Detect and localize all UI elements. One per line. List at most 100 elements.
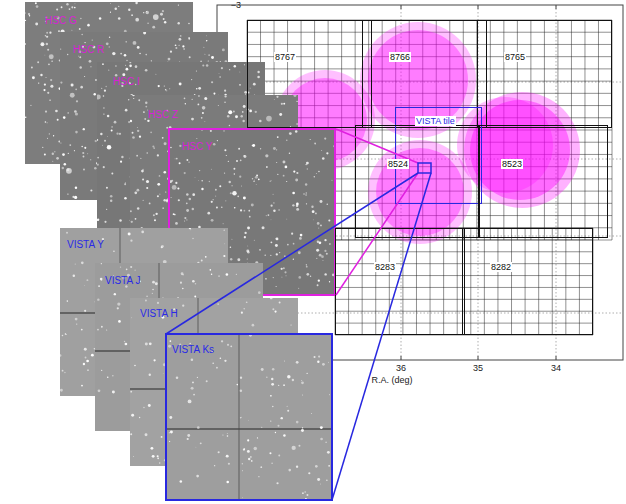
star-dot	[287, 410, 289, 412]
star-dot	[229, 181, 231, 183]
star-dot	[128, 9, 130, 11]
star-dot	[195, 283, 197, 285]
star-dot	[295, 130, 298, 133]
star-dot	[37, 61, 39, 63]
star-dot	[153, 359, 155, 361]
grid-line	[544, 20, 545, 240]
grid-line	[484, 228, 485, 335]
grid-line	[457, 228, 458, 335]
star-dot	[201, 130, 203, 131]
star-dot	[44, 54, 46, 56]
star-dot	[253, 239, 255, 241]
star-dot	[249, 216, 251, 218]
star-dot	[310, 275, 311, 276]
star-dot	[198, 87, 201, 90]
star-dot	[224, 102, 225, 103]
star-dot	[304, 491, 305, 492]
star-dot	[162, 207, 164, 209]
star-dot	[280, 417, 282, 419]
star-dot	[56, 157, 59, 160]
star-dot	[130, 210, 132, 212]
star-dot	[255, 176, 258, 179]
star-dot	[75, 88, 77, 90]
star-dot	[195, 446, 197, 448]
star-dot	[175, 222, 178, 225]
star-dot	[28, 13, 30, 15]
tile-box: VISTA tile	[395, 107, 482, 204]
star-dot	[306, 203, 307, 204]
star-dot	[240, 417, 241, 418]
star-dot	[143, 407, 144, 408]
star-dot	[186, 219, 187, 220]
star-dot	[272, 368, 275, 371]
star-dot	[47, 92, 49, 94]
star-dot	[270, 219, 272, 221]
star-dot	[327, 204, 329, 206]
star-dot	[153, 214, 155, 216]
star-dot	[283, 161, 286, 164]
star-dot	[206, 35, 208, 37]
star-dot	[186, 209, 189, 212]
star-dot	[130, 266, 132, 268]
star-dot	[124, 54, 127, 57]
star-dot	[178, 199, 180, 201]
star-dot	[134, 191, 137, 194]
star-dot	[196, 70, 197, 71]
star-dot	[107, 377, 109, 379]
star-dot	[316, 173, 317, 174]
star-dot	[30, 105, 31, 106]
star-dot	[252, 324, 255, 327]
star-dot	[106, 42, 109, 45]
star-dot	[250, 456, 252, 458]
star-dot	[325, 441, 327, 443]
star-dot	[305, 164, 306, 165]
star-dot	[109, 36, 110, 37]
star-dot	[175, 182, 177, 184]
star-dot	[284, 271, 286, 273]
star-dot	[272, 308, 274, 310]
star-dot	[162, 373, 164, 375]
star-dot	[320, 225, 322, 227]
star-dot	[181, 272, 184, 275]
star-dot	[210, 130, 212, 132]
star-dot	[80, 86, 83, 89]
star-dot	[236, 160, 238, 162]
star-dot	[150, 447, 153, 450]
star-dot	[201, 260, 203, 262]
star-dot	[293, 95, 296, 97]
star-dot	[243, 308, 244, 309]
star-dot	[29, 15, 30, 16]
star-dot	[299, 237, 302, 240]
grid-line	[530, 20, 531, 240]
grid-line	[443, 228, 444, 335]
star-dot	[255, 111, 257, 113]
star-dot	[198, 95, 200, 97]
tick-label: 35	[473, 363, 483, 373]
star-dot	[298, 445, 300, 447]
star-dot	[233, 168, 235, 170]
grid-line	[598, 20, 599, 240]
tract-number: 8283	[374, 262, 396, 272]
star-dot	[190, 229, 192, 231]
star-dot	[230, 345, 232, 347]
star-dot	[45, 76, 47, 78]
star-dot	[270, 255, 271, 256]
star-dot	[288, 469, 291, 472]
star-dot	[192, 381, 194, 383]
star-dot	[146, 187, 148, 189]
star-dot	[187, 434, 190, 437]
star-dot	[315, 465, 318, 468]
star-dot	[120, 53, 122, 55]
star-dot	[92, 39, 93, 40]
star-dot	[128, 233, 131, 236]
star-dot	[295, 179, 298, 182]
star-dot	[300, 234, 303, 237]
star-dot	[32, 76, 35, 79]
star-dot	[246, 301, 248, 303]
star-dot	[286, 181, 287, 182]
axis-label: R.A. (deg)	[371, 375, 412, 385]
star-dot	[255, 184, 257, 186]
star-dot	[224, 172, 225, 173]
star-dot	[163, 199, 165, 201]
star-dot	[233, 111, 235, 113]
